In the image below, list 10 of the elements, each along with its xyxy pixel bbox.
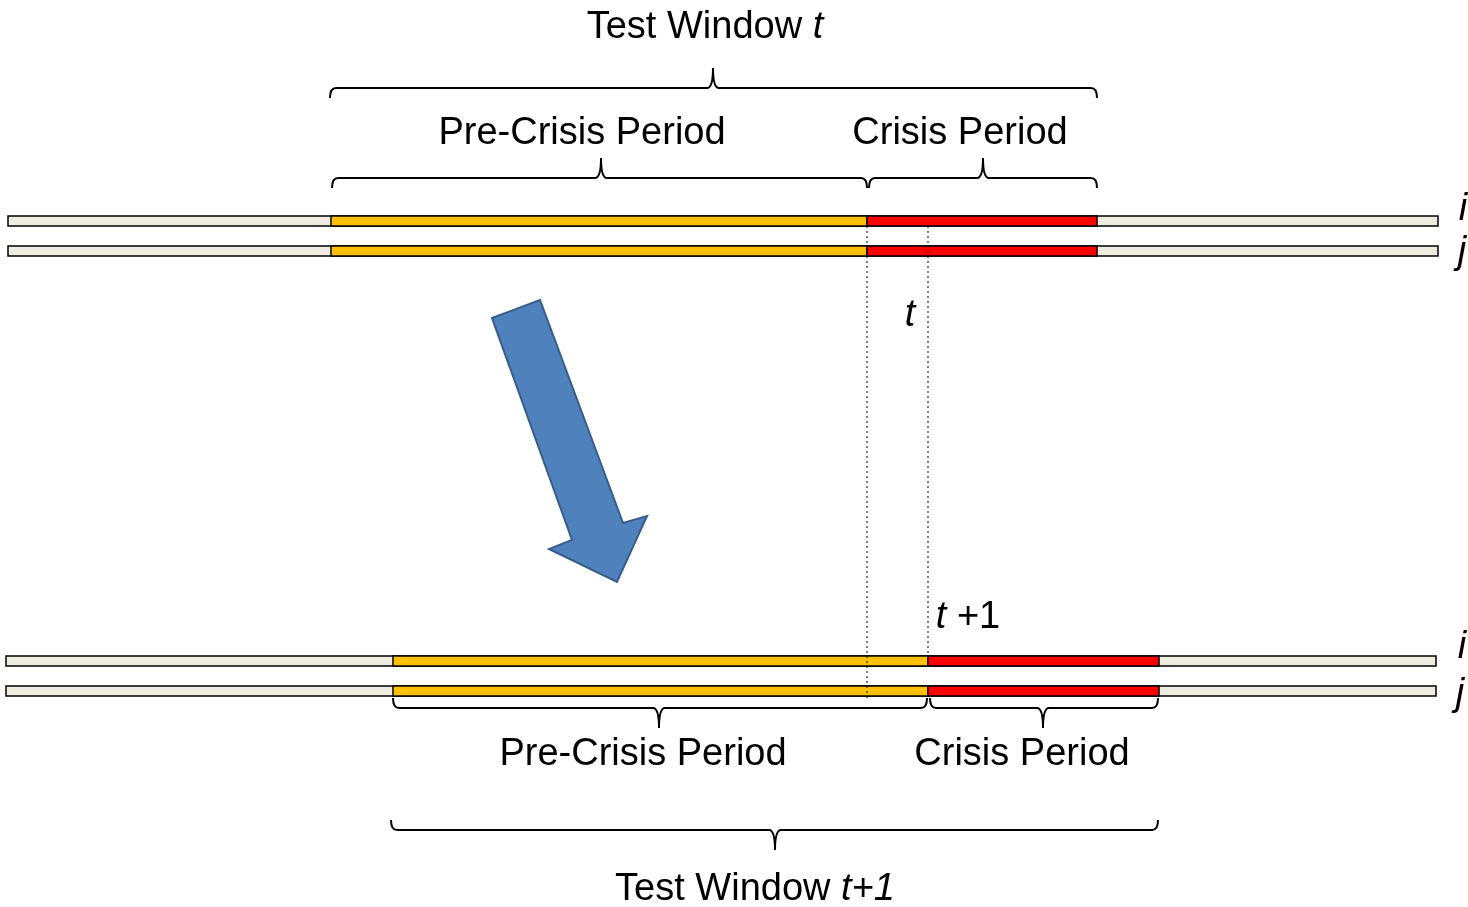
time-label: t +1: [935, 596, 1001, 634]
period-label: Pre-Crisis Period: [499, 733, 787, 771]
period-label: Crisis Period: [914, 733, 1130, 771]
period-label: Pre-Crisis Period: [438, 112, 726, 150]
window-title: Test Window t+1: [615, 868, 895, 906]
series-label: i: [1458, 188, 1468, 226]
time-label: t: [904, 294, 916, 332]
series-label: i: [1457, 626, 1467, 664]
window-title: Test Window t: [586, 6, 824, 44]
period-label: Crisis Period: [852, 112, 1068, 150]
